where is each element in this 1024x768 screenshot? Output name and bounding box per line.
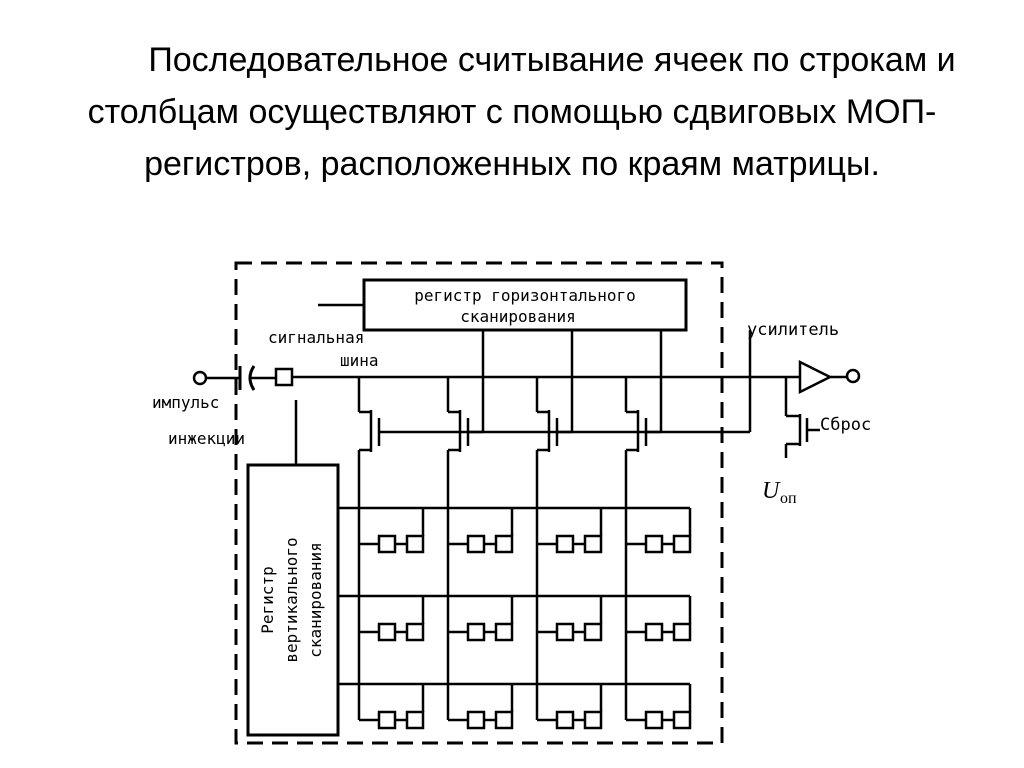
pixel-transistor bbox=[644, 534, 664, 554]
slide-text-content: Последовательное считывание ячеек по стр… bbox=[87, 41, 956, 183]
vertical-register: Регистр вертикального сканирования bbox=[246, 400, 340, 737]
pixel-transistor bbox=[377, 622, 397, 642]
amplifier-symbol bbox=[798, 359, 833, 395]
pixel-transistor bbox=[466, 622, 486, 642]
pixel-cell bbox=[626, 684, 692, 730]
input-diode bbox=[274, 367, 294, 387]
pixel-transistor bbox=[466, 534, 486, 554]
pixel-transistor bbox=[377, 710, 397, 730]
pixel-transistor bbox=[377, 534, 397, 554]
horizontal-register: регистр горизонтального сканирования bbox=[318, 278, 688, 332]
vertical-register-label-3: сканирования bbox=[306, 542, 325, 658]
injection-pulse-label-1: импульс bbox=[152, 393, 219, 412]
horizontal-register-label-2: сканирования bbox=[460, 307, 576, 326]
injection-input-terminal bbox=[192, 370, 208, 386]
output-amplifier: усилитель bbox=[747, 320, 861, 395]
chip-boundary bbox=[234, 261, 724, 745]
pixel-row bbox=[338, 506, 692, 554]
pixel-cell bbox=[537, 684, 603, 730]
injection-pulse-label-2: инжекции bbox=[168, 429, 245, 448]
pixel-photodiode bbox=[494, 622, 514, 642]
pixel-photodiode bbox=[583, 710, 603, 730]
column-switch-transistor bbox=[446, 330, 574, 720]
column-switches bbox=[357, 330, 752, 720]
pixel-photodiode bbox=[672, 710, 692, 730]
pixel-cell bbox=[537, 508, 603, 554]
pixel-photodiode bbox=[405, 622, 425, 642]
column-switch-transistor bbox=[535, 330, 663, 720]
pixel-cell bbox=[537, 596, 603, 642]
pixel-cell bbox=[448, 508, 514, 554]
pixel-cell bbox=[359, 684, 425, 730]
pixel-cell bbox=[448, 596, 514, 642]
pixel-photodiode bbox=[583, 534, 603, 554]
pixel-photodiode bbox=[494, 534, 514, 554]
pixel-photodiode bbox=[405, 534, 425, 554]
vertical-register-label-1: Регистр bbox=[258, 566, 277, 633]
reference-voltage-symbol: U bbox=[762, 478, 781, 504]
pixel-transistor bbox=[644, 622, 664, 642]
pixel-photodiode bbox=[672, 622, 692, 642]
slide-text: Последовательное считывание ячеек по стр… bbox=[30, 34, 994, 190]
pixel-matrix bbox=[338, 506, 692, 730]
pixel-photodiode bbox=[672, 534, 692, 554]
pixel-transistor bbox=[555, 622, 575, 642]
signal-bus-label-2: шина bbox=[340, 351, 379, 370]
pixel-cell bbox=[626, 508, 692, 554]
pixel-cell bbox=[448, 684, 514, 730]
vertical-register-label-2: вертикального bbox=[282, 537, 301, 662]
pixel-transistor bbox=[555, 534, 575, 554]
pixel-cell bbox=[626, 596, 692, 642]
column-switch-transistor bbox=[624, 330, 752, 720]
reference-voltage-subscript: оп bbox=[780, 490, 797, 507]
pixel-photodiode bbox=[583, 622, 603, 642]
amplifier-output-terminal bbox=[845, 368, 861, 384]
reset-transistor: Сброс U оп bbox=[762, 377, 871, 507]
reset-label: Сброс bbox=[820, 415, 871, 435]
signal-bus-label-1: сигнальная bbox=[268, 328, 364, 347]
vertical-register-box bbox=[246, 463, 340, 737]
amplifier-label: усилитель bbox=[747, 320, 839, 340]
pixel-row bbox=[338, 594, 692, 642]
pixel-photodiode bbox=[494, 710, 514, 730]
pixel-cell bbox=[359, 508, 425, 554]
horizontal-register-label-1: регистр горизонтального bbox=[414, 286, 636, 305]
injection-input: импульс инжекции bbox=[152, 365, 294, 448]
pixel-transistor bbox=[555, 710, 575, 730]
pixel-transistor bbox=[466, 710, 486, 730]
pixel-cell bbox=[359, 596, 425, 642]
pixel-transistor bbox=[644, 710, 664, 730]
pixel-row bbox=[338, 682, 692, 730]
pixel-photodiode bbox=[405, 710, 425, 730]
column-switch-transistor bbox=[357, 330, 485, 720]
